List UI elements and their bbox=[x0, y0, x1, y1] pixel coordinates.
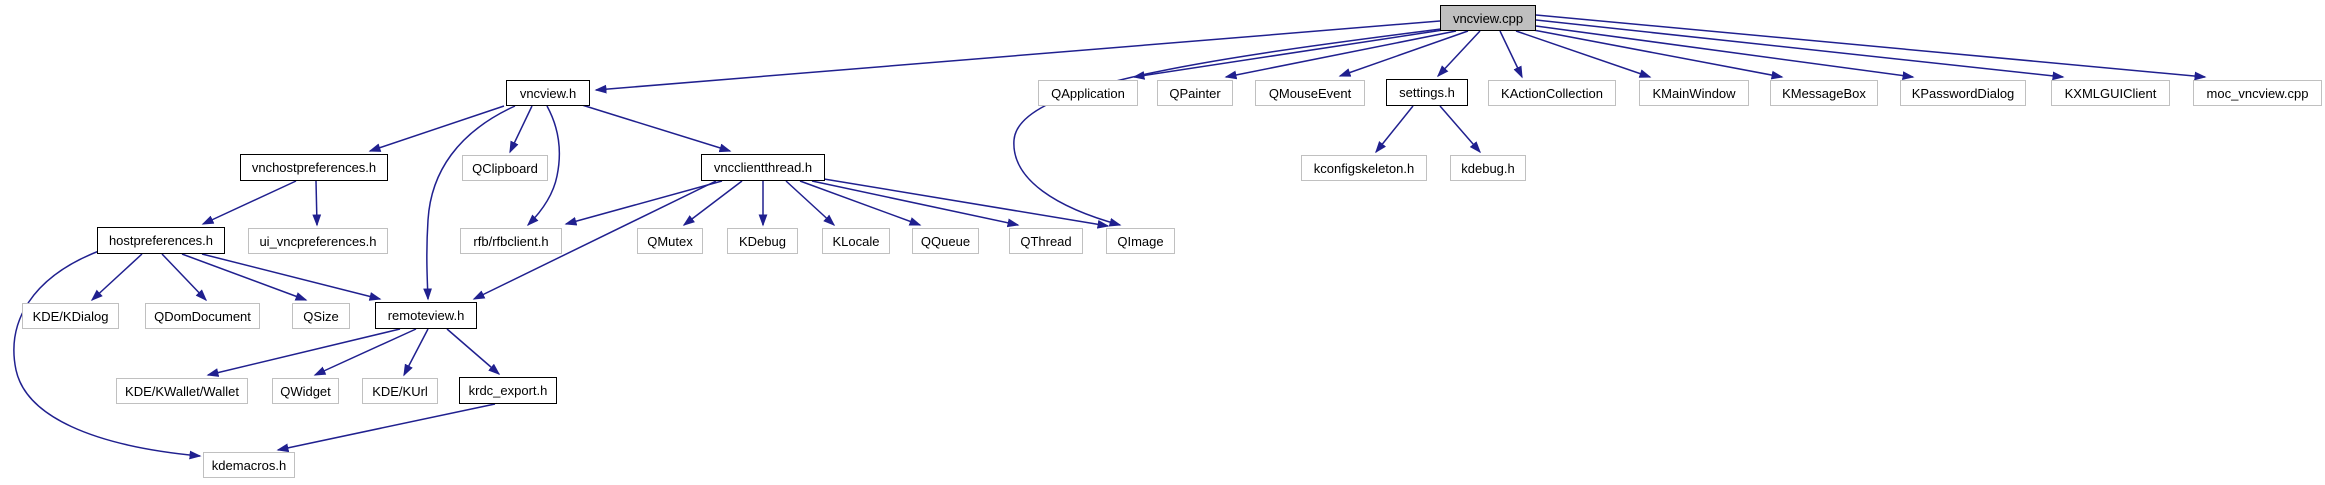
edge-vncview-cpp-to-kxmlguiclient bbox=[1535, 19, 2065, 81]
node-klocale: KLocale bbox=[822, 228, 890, 254]
edge-vncview-cpp-to-qpainter bbox=[1224, 30, 1457, 80]
node-vncview-cpp: vncview.cpp bbox=[1440, 5, 1536, 31]
node-qapplication: QApplication bbox=[1038, 80, 1138, 106]
edge-vncview-h-to-qclipboard bbox=[509, 105, 533, 154]
edge-hostpreferences-h-to-remoteview-h bbox=[201, 253, 382, 301]
node-kactioncollection: KActionCollection bbox=[1488, 80, 1616, 106]
edge-vncview-h-to-vncclientthread-h bbox=[581, 104, 732, 153]
edge-vncview-cpp-to-moc-vncview-cpp bbox=[1535, 14, 2207, 81]
node-kmainwindow: KMainWindow bbox=[1639, 80, 1749, 106]
node-ui-vncpreferences-h: ui_vncpreferences.h bbox=[248, 228, 388, 254]
edge-hostpreferences-h-to-qsize bbox=[181, 253, 308, 301]
node-kde-kdialog: KDE/KDialog bbox=[22, 303, 119, 329]
node-qqueue: QQueue bbox=[912, 228, 979, 254]
node-kde-kurl: KDE/KUrl bbox=[362, 378, 438, 404]
node-krdc-export-h[interactable]: krdc_export.h bbox=[459, 377, 557, 404]
edge-vncview-cpp-to-kmainwindow bbox=[1515, 30, 1652, 78]
node-rfb-rfbclient-h: rfb/rfbclient.h bbox=[460, 228, 562, 254]
edge-vncview-h-to-remoteview-h bbox=[423, 105, 516, 301]
node-vncview-h[interactable]: vncview.h bbox=[506, 80, 590, 106]
edge-vncview-h-to-vnchostpreferences-h bbox=[368, 105, 505, 152]
edge-hostpreferences-h-to-qdomdocument bbox=[161, 253, 208, 302]
edge-vncview-cpp-to-kactioncollection bbox=[1499, 30, 1523, 79]
node-kde-kwallet-wallet: KDE/KWallet/Wallet bbox=[116, 378, 248, 404]
edge-vncclientthread-h-to-qqueue bbox=[799, 180, 922, 226]
node-kdemacros-h: kdemacros.h bbox=[203, 452, 295, 478]
node-kdebug: KDebug bbox=[727, 228, 798, 254]
edge-vncclientthread-h-to-rfb-rfbclient-h bbox=[564, 180, 723, 226]
edge-remoteview-h-to-qwidget bbox=[313, 328, 417, 376]
node-kdebug-h: kdebug.h bbox=[1450, 155, 1526, 181]
node-qmutex: QMutex bbox=[637, 228, 703, 254]
edge-vncclientthread-h-to-klocale bbox=[785, 180, 836, 227]
node-hostpreferences-h[interactable]: hostpreferences.h bbox=[97, 227, 225, 254]
edge-vncclientthread-h-to-qmutex bbox=[682, 180, 743, 226]
node-remoteview-h[interactable]: remoteview.h bbox=[375, 302, 477, 329]
edge-remoteview-h-to-krdc-export-h bbox=[446, 328, 501, 375]
edge-vncview-h-to-rfb-rfbclient-h bbox=[526, 105, 561, 227]
node-qthread: QThread bbox=[1009, 228, 1083, 254]
edge-vncview-cpp-to-qimage bbox=[1013, 28, 1442, 227]
node-kpassworddialog: KPasswordDialog bbox=[1900, 80, 2026, 106]
edge-krdc-export-h-to-kdemacros-h bbox=[276, 403, 496, 453]
node-kxmlguiclient: KXMLGUIClient bbox=[2051, 80, 2170, 106]
node-kconfigskeleton-h: kconfigskeleton.h bbox=[1301, 155, 1427, 181]
edge-vncview-cpp-to-qapplication bbox=[1132, 29, 1444, 80]
node-qpainter: QPainter bbox=[1157, 80, 1233, 106]
edge-vnchostpreferences-h-to-ui-vncpreferences-h bbox=[312, 180, 322, 227]
edge-remoteview-h-to-kde-kwallet-wallet bbox=[206, 328, 401, 377]
edge-hostpreferences-h-to-kde-kdialog bbox=[90, 253, 143, 302]
edge-vncclientthread-h-to-qthread bbox=[811, 180, 1020, 228]
node-qimage: QImage bbox=[1106, 228, 1175, 254]
node-qwidget: QWidget bbox=[272, 378, 339, 404]
edge-vncview-cpp-to-vncview-h bbox=[594, 20, 1441, 94]
edge-vncclientthread-h-to-remoteview-h bbox=[472, 180, 717, 300]
edge-settings-h-to-kconfigskeleton-h bbox=[1375, 105, 1414, 154]
node-settings-h[interactable]: settings.h bbox=[1386, 79, 1468, 106]
node-qsize: QSize bbox=[292, 303, 350, 329]
edge-vncview-cpp-to-kpassworddialog bbox=[1535, 25, 1915, 80]
edge-remoteview-h-to-kde-kurl bbox=[403, 328, 429, 377]
edge-vncview-cpp-to-settings-h bbox=[1436, 30, 1481, 78]
node-moc-vncview-cpp: moc_vncview.cpp bbox=[2193, 80, 2322, 106]
edge-hostpreferences-h-to-kdemacros-h bbox=[13, 250, 202, 460]
node-qclipboard: QClipboard bbox=[462, 155, 548, 181]
edge-settings-h-to-kdebug-h bbox=[1439, 105, 1481, 154]
node-qdomdocument: QDomDocument bbox=[145, 303, 260, 329]
edge-vncview-cpp-to-qmouseevent bbox=[1338, 30, 1469, 77]
edge-vncview-cpp-to-kmessagebox bbox=[1527, 28, 1784, 80]
node-qmouseevent: QMouseEvent bbox=[1255, 80, 1365, 106]
edge-vncclientthread-h-to-qimage bbox=[823, 178, 1110, 229]
node-kmessagebox: KMessageBox bbox=[1770, 80, 1878, 106]
node-vncclientthread-h[interactable]: vncclientthread.h bbox=[701, 154, 825, 181]
edge-vnchostpreferences-h-to-hostpreferences-h bbox=[201, 180, 297, 225]
node-vnchostpreferences-h[interactable]: vnchostpreferences.h bbox=[240, 154, 388, 181]
